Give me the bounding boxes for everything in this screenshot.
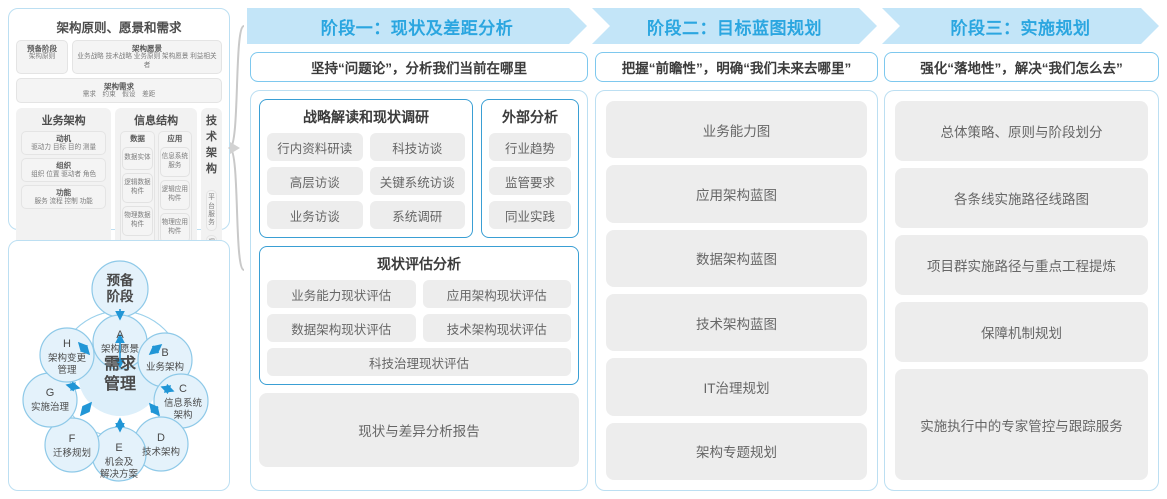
cycle-label-h1: 架构变更	[48, 352, 87, 364]
phase-banner-1: 坚持“问题论”，分析我们当前在哪里	[250, 52, 588, 82]
cycle-node-f	[44, 417, 100, 473]
cycle-key-h: H	[63, 338, 71, 350]
cycle-key-d: D	[157, 432, 165, 444]
togaf-requirements-cell: 架构需求 需求 约束 假设 差距	[16, 77, 222, 104]
togaf-vision-cell: 架构愿景 业务战略 技术战略 业务原则 架构愿景 利益相关者	[72, 40, 222, 74]
phase-banner-2: 把握“前瞻性”，明确“我们未来去哪里”	[595, 52, 878, 82]
cycle-key-e: E	[115, 442, 122, 454]
togaf-prelim-cell: 预备阶段 架构原则	[16, 40, 68, 74]
group-current-state-assessment-title: 现状评估分析	[377, 256, 461, 272]
cycle-key-g: G	[46, 387, 55, 399]
group-row: 监管要求	[489, 167, 571, 195]
chip-app-arch-blueprint[interactable]: 应用架构蓝图	[606, 165, 867, 223]
cycle-label-d: 技术架构	[142, 446, 180, 458]
cycle-label-h2: 管理	[57, 364, 77, 376]
group-row: 业务能力现状评估 应用架构现状评估	[267, 280, 571, 308]
cycle-label-center-2: 管理	[104, 374, 136, 393]
group-row: 数据架构现状评估 技术架构现状评估	[267, 314, 571, 342]
group-row: 同业实践	[489, 201, 571, 229]
group-current-state-assessment: 现状评估分析 业务能力现状评估 应用架构现状评估 数据架构现状评估 技术架构现状…	[259, 246, 579, 385]
togaf-cell-function: 功能 服务 流程 控制 功能	[21, 185, 107, 210]
cycle-label-e2: 解决方案	[100, 468, 139, 480]
chip-data-arch-assess[interactable]: 数据架构现状评估	[267, 314, 416, 342]
phase-2-item-list: 业务能力图 应用架构蓝图 数据架构蓝图 技术架构蓝图 IT治理规划 架构专题规划	[606, 101, 867, 480]
adm-cycle-diagram: 预备 阶段 需求 管理 A 架构愿景 B 业务架构 C 信息系统 架构 D 技术…	[22, 260, 209, 482]
phase-header-1-label: 阶段一：现状及差距分析	[320, 18, 514, 38]
chip-internal-docs[interactable]: 行内资料研读	[267, 133, 363, 161]
togaf-main-title: 架构原则、愿景和需求	[56, 21, 182, 35]
chip-line-roadmap[interactable]: 各条线实施路径线路图	[895, 168, 1148, 228]
group-external-analysis-title: 外部分析	[502, 109, 558, 125]
chip-peer-practice[interactable]: 同业实践	[489, 201, 571, 229]
chip-regulatory-req[interactable]: 监管要求	[489, 167, 571, 195]
chip-business-capability-map[interactable]: 业务能力图	[606, 101, 867, 159]
chip-tech-arch-blueprint[interactable]: 技术架构蓝图	[606, 293, 867, 352]
phase-header-3: 阶段三：实施规划	[882, 8, 1159, 44]
phase-banner-3: 强化“落地性”，解决“我们怎么去”	[884, 52, 1159, 82]
cycle-key-c: C	[179, 383, 187, 395]
chip-assurance-mechanism[interactable]: 保障机制规划	[895, 302, 1148, 362]
group-strategy-research-title: 战略解读和现状调研	[303, 109, 429, 125]
cycle-key-a: A	[116, 329, 124, 341]
chip-tech-interview[interactable]: 科技访谈	[369, 133, 465, 161]
chip-overall-strategy[interactable]: 总体策略、原则与阶段划分	[895, 101, 1148, 161]
cycle-label-f: 迁移规划	[53, 447, 91, 459]
group-row: 高层访谈 关键系统访谈	[267, 167, 465, 195]
chip-data-arch-blueprint[interactable]: 数据架构蓝图	[606, 229, 867, 287]
cycle-label-a: 架构愿景	[101, 343, 139, 355]
togaf-cell-organization: 组织 组织 位置 驱动者 角色	[21, 158, 107, 183]
chip-program-roadmap[interactable]: 项目群实施路径与重点工程提炼	[895, 235, 1148, 295]
cycle-label-e1: 机会及	[105, 456, 134, 468]
brace-connector-icon	[228, 25, 245, 271]
phase-2-body: 业务能力图 应用架构蓝图 数据架构蓝图 技术架构蓝图 IT治理规划 架构专题规划	[595, 90, 878, 491]
phase-header-3-label: 阶段三：实施规划	[950, 18, 1091, 38]
chip-exec-interview[interactable]: 高层访谈	[267, 167, 363, 195]
togaf-cell-platform-services: 平台服务	[206, 190, 217, 232]
left-column: 架构原则、愿景和需求 预备阶段 架构原则 架构愿景 业务战略 技术战略 业务原则…	[8, 8, 230, 491]
phase-1-body: 战略解读和现状调研 行内资料研读 科技访谈 高层访谈 关键系统访谈 业务访谈 系…	[250, 90, 588, 491]
togaf-cell-motivation: 动机 驱动力 目标 目的 测量	[21, 131, 107, 156]
chip-tech-governance-assess[interactable]: 科技治理现状评估	[267, 348, 571, 376]
cycle-label-b: 业务架构	[146, 361, 184, 373]
chip-gap-analysis-report[interactable]: 现状与差异分析报告	[259, 393, 579, 467]
cycle-label-c1: 信息系统	[164, 397, 203, 409]
group-row: 科技治理现状评估	[267, 348, 571, 376]
phase-3-body: 总体策略、原则与阶段划分 各条线实施路径线路图 项目群实施路径与重点工程提炼 保…	[884, 90, 1159, 491]
cycle-label-prelim-2: 阶段	[107, 288, 134, 304]
chip-business-capability-assess[interactable]: 业务能力现状评估	[267, 280, 416, 308]
chip-system-survey[interactable]: 系统调研	[369, 201, 465, 229]
togaf-subcol-data: 数据 数据实体 逻辑数据构件 物理数据构件	[120, 131, 155, 246]
chip-app-arch-assess[interactable]: 应用架构现状评估	[422, 280, 571, 308]
togaf-subcol-application: 应用 信息系统服务 逻辑应用构件 物理应用构件	[157, 131, 192, 246]
chip-expert-control-service[interactable]: 实施执行中的专家管控与跟踪服务	[895, 369, 1148, 480]
group-row: 行业趋势	[489, 133, 571, 161]
cycle-label-prelim-1: 预备	[107, 272, 134, 288]
cycle-label-g: 实施治理	[31, 401, 70, 413]
cycle-key-b: B	[161, 347, 168, 359]
chip-it-governance-plan[interactable]: IT治理规划	[606, 358, 867, 416]
togaf-framework-panel: 架构原则、愿景和需求 预备阶段 架构原则 架构愿景 业务战略 技术战略 业务原则…	[8, 8, 230, 405]
chip-industry-trend[interactable]: 行业趋势	[489, 133, 571, 161]
phase-3-item-list: 总体策略、原则与阶段划分 各条线实施路径线路图 项目群实施路径与重点工程提炼 保…	[895, 101, 1148, 480]
chip-business-interview[interactable]: 业务访谈	[267, 201, 363, 229]
cycle-key-f: F	[69, 433, 76, 445]
cycle-label-c2: 架构	[173, 409, 192, 421]
cycle-label-center-1: 需求	[104, 354, 137, 373]
phase-header-1: 阶段一：现状及差距分析	[247, 8, 587, 44]
chip-arch-topic-plan[interactable]: 架构专题规划	[606, 422, 867, 480]
phase-header-2: 阶段二：目标蓝图规划	[592, 8, 877, 44]
group-row: 行内资料研读 科技访谈	[267, 133, 465, 161]
adm-cycle-panel: 预备 阶段 需求 管理 A 架构愿景 B 业务架构 C 信息系统 架构 D 技术…	[8, 240, 230, 491]
chip-tech-arch-assess[interactable]: 技术架构现状评估	[422, 314, 571, 342]
phase-header-2-label: 阶段二：目标蓝图规划	[647, 18, 822, 38]
chip-key-system-interview[interactable]: 关键系统访谈	[369, 167, 465, 195]
group-row: 业务访谈 系统调研	[267, 201, 465, 229]
group-external-analysis: 外部分析 行业趋势 监管要求 同业实践	[481, 99, 579, 238]
group-strategy-research: 战略解读和现状调研 行内资料研读 科技访谈 高层访谈 关键系统访谈 业务访谈 系…	[259, 99, 473, 238]
